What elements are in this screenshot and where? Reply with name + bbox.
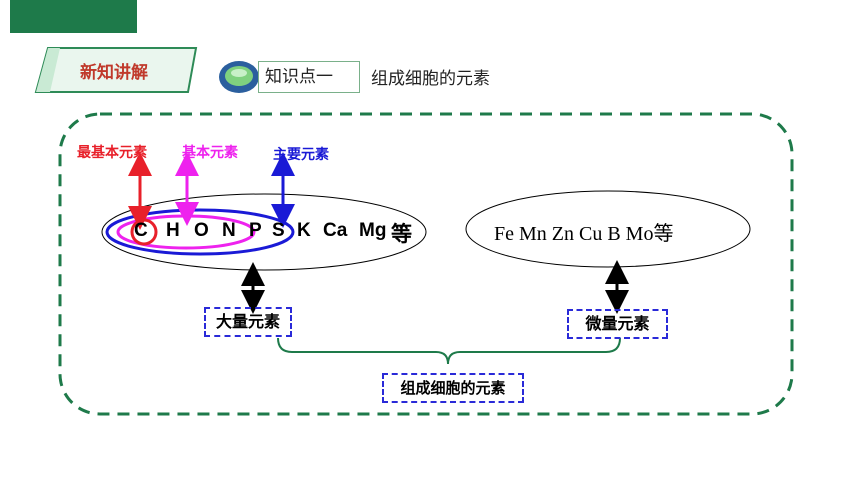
dashed-frame xyxy=(58,112,794,416)
cell-elements-box: 组成细胞的元素 xyxy=(382,373,524,403)
section-tag: 新知讲解 xyxy=(28,44,198,94)
trace-elements-box: 微量元素 xyxy=(567,309,668,339)
element-s: S xyxy=(272,220,285,241)
main-label: 主要元素 xyxy=(273,147,329,163)
trace-elements-text: Fe Mn Zn Cu B Mo等 xyxy=(494,223,674,245)
topic-title: 组成细胞的元素 xyxy=(371,69,490,89)
element-c: C xyxy=(134,220,148,241)
basic-label: 基本元素 xyxy=(182,145,238,161)
most-basic-label: 最基本元素 xyxy=(77,145,147,161)
element-o: O xyxy=(194,220,209,241)
section-tag-label: 新知讲解 xyxy=(80,63,148,83)
section-tag-shape xyxy=(34,47,198,93)
main-elements-ring xyxy=(105,208,295,256)
element-ca: Ca xyxy=(323,220,348,241)
combining-brace xyxy=(277,337,621,365)
element-h: H xyxy=(166,220,180,241)
element-n: N xyxy=(222,220,236,241)
element-mg: Mg xyxy=(359,220,387,241)
macro-suffix: 等 xyxy=(391,223,412,246)
top-accent-bar xyxy=(10,0,137,33)
knowledge-point-label: 知识点一 xyxy=(258,61,360,93)
macro-elements-box: 大量元素 xyxy=(204,307,292,337)
element-k: K xyxy=(297,220,311,241)
element-p: P xyxy=(249,220,262,241)
speech-bubble-icon xyxy=(219,61,259,93)
